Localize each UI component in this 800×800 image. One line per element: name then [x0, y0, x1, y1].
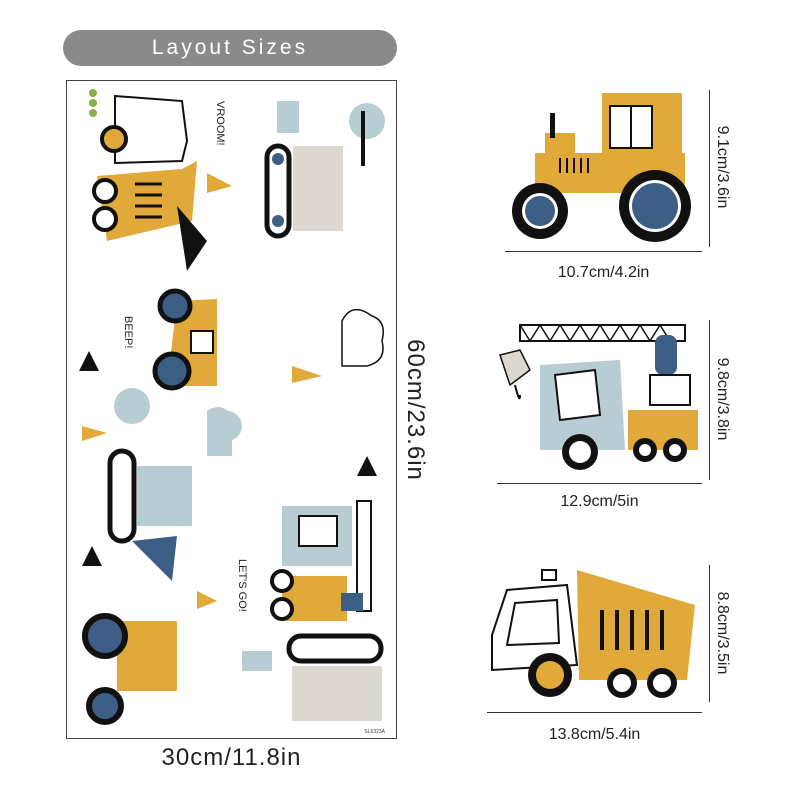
tractor-detail-icon — [512, 93, 691, 242]
bottom-tractor-sticker-icon — [82, 613, 177, 725]
sheet-width-label: 30cm/11.8in — [161, 744, 302, 771]
bush-icons — [114, 388, 242, 456]
crane-truck-detail-icon — [499, 323, 698, 470]
mountain-sticker-icon — [177, 206, 207, 271]
tree-sticker-icon — [349, 103, 385, 166]
crane-height-label: 9.8cm/3.8in — [714, 357, 731, 441]
tractor-sticker-icon — [152, 288, 217, 391]
lets-go-text: LET'S GO! — [236, 559, 248, 612]
crane-height-line — [709, 320, 710, 480]
dump-truck-sticker-icon — [92, 94, 197, 241]
tractor-height-line — [709, 90, 710, 247]
sticker-sheet: VROOM! BEEP! LET'S GO! — [66, 80, 397, 739]
cone-sticker-icon — [207, 173, 232, 193]
sticker-sheet-illustrations: VROOM! BEEP! LET'S GO! — [79, 89, 386, 735]
dump-truck-detail-icon — [491, 569, 695, 698]
crane-width-line — [497, 483, 702, 484]
dump-truck-width-line — [487, 712, 702, 713]
brand-logo-icon — [89, 89, 97, 117]
beep-text: BEEP! — [122, 316, 134, 348]
layout-sizes-header: Layout Sizes — [63, 30, 397, 66]
vroom-text: VROOM! — [214, 101, 226, 146]
dump-truck-width-label: 13.8cm/5.4in — [548, 726, 641, 743]
sheet-height-label: 60cm/23.6in — [402, 339, 429, 481]
drill-sticker-icon — [242, 633, 384, 721]
crane-sticker-icon — [270, 500, 372, 621]
tractor-height-label: 9.1cm/3.6in — [714, 125, 731, 209]
dump-truck-height-label: 8.8cm/3.5in — [714, 591, 731, 675]
dump-truck-height-line — [709, 565, 710, 702]
cone-icons — [82, 366, 322, 609]
crane-width-label: 12.9cm/5in — [560, 493, 639, 510]
tractor-width-label: 10.7cm/4.2in — [557, 264, 650, 281]
product-code: SL6323A — [364, 729, 385, 735]
bulldozer-sticker-icon — [264, 101, 343, 239]
excavator-sticker-icon — [107, 448, 192, 581]
tractor-width-line — [505, 251, 702, 252]
pine-tree-icons — [79, 351, 377, 566]
cloud-sticker-icon — [341, 308, 384, 367]
